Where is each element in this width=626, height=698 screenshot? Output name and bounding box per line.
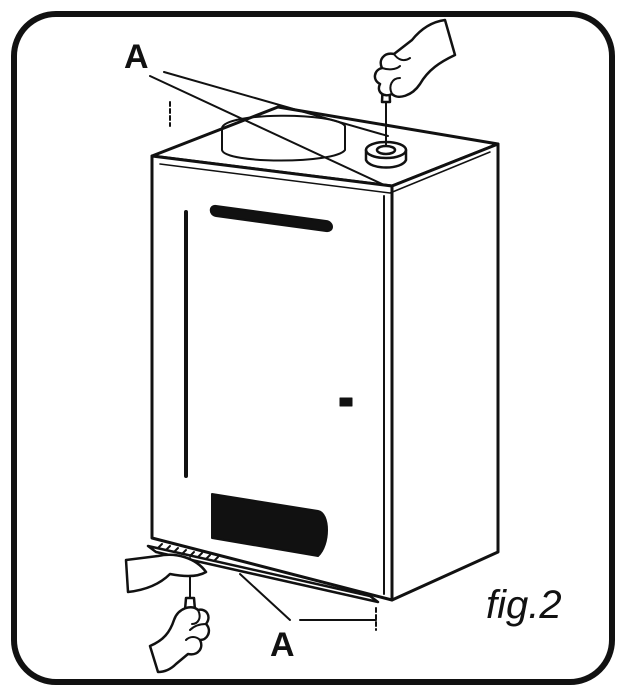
- leader-bottom-1: [239, 573, 291, 621]
- front-vent-grille: [211, 493, 328, 557]
- leader-top-1: [149, 75, 383, 185]
- supporting-hand: [124, 553, 208, 594]
- casing-side-face: [390, 142, 500, 602]
- callout-label-top: A: [124, 38, 149, 76]
- screw-head: [375, 144, 397, 156]
- top-hand: [373, 18, 457, 98]
- door-latch: [339, 397, 353, 407]
- bottom-ledge: [146, 544, 380, 604]
- figure-caption: fig.2: [486, 583, 562, 627]
- bottom-grille: [146, 543, 380, 604]
- callout-label-bottom: A: [270, 626, 295, 664]
- front-panel-details: [184, 204, 353, 557]
- display-slot: [209, 204, 333, 233]
- grille-teeth: [157, 543, 219, 562]
- top-hand-fingers: [381, 53, 411, 95]
- bottom-hand-screwdriver: [148, 557, 211, 674]
- bottom-hand-fingers: [185, 609, 207, 641]
- boiler-casing: [150, 105, 500, 602]
- callout-lines: [149, 71, 389, 631]
- left-supporting-hand: [124, 553, 208, 594]
- leader-top-2: [163, 71, 389, 137]
- screw-boss-body: [364, 148, 408, 169]
- top-hand-screwdriver: [373, 18, 457, 147]
- top-fixing-screw: [364, 140, 408, 169]
- casing-top-rim: [159, 151, 491, 194]
- top-opening: [221, 114, 346, 162]
